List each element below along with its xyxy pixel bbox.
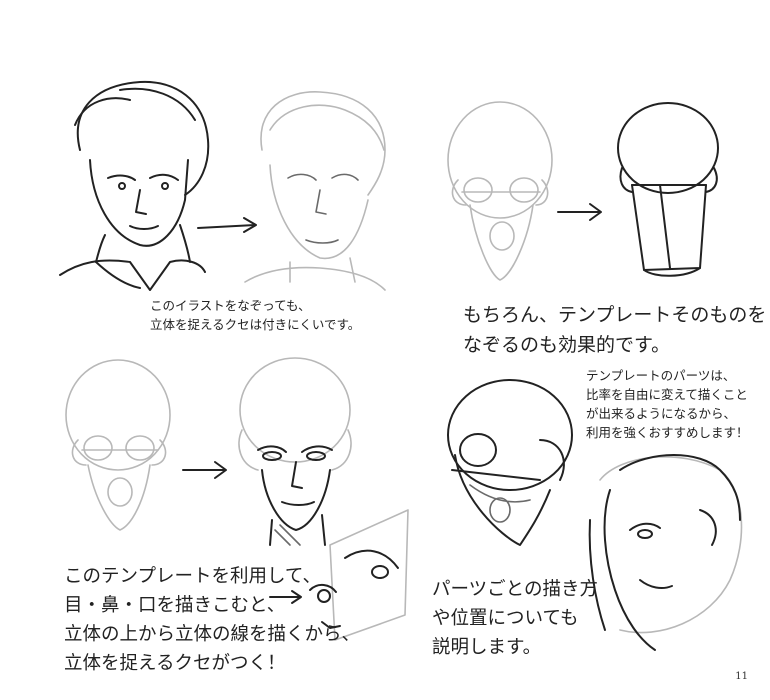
arrow-right-icon bbox=[269, 590, 302, 604]
caption-line: なぞるのも効果的です。 bbox=[463, 334, 671, 356]
template-head-dark bbox=[617, 102, 719, 277]
caption-line: 立体の上から立体の線を描くから、 bbox=[64, 624, 361, 645]
caption-line: 目・鼻・口を描きこむと、 bbox=[64, 595, 286, 616]
template-head-light-2 bbox=[65, 359, 171, 531]
template-face-drawn bbox=[238, 357, 352, 546]
caption-line: 利用を強くおすすめします！ bbox=[586, 425, 749, 440]
caption-line: 説明します。 bbox=[432, 637, 542, 658]
arrow-right-icon bbox=[182, 461, 227, 479]
caption-panel4-bottom: パーツごとの描き方 や位置についても 説明します。 bbox=[432, 575, 598, 662]
caption-line: パーツごとの描き方 bbox=[432, 579, 598, 600]
rotated-character-head bbox=[588, 454, 743, 651]
caption-line: が出来るようになるから、 bbox=[586, 406, 737, 421]
caption-line: 立体を捉えるクセがつく！ bbox=[64, 653, 286, 674]
caption-panel2: もちろん、テンプレートそのものを なぞるのも効果的です。 bbox=[463, 300, 766, 360]
caption-panel1: このイラストをなぞっても、 立体を捉えるクセは付きにくいです。 bbox=[150, 296, 360, 334]
dark-sketch-head bbox=[59, 80, 210, 291]
caption-line: 比率を自由に変えて描くこと bbox=[586, 387, 748, 402]
eye-closeup bbox=[309, 509, 409, 641]
angled-template-head bbox=[447, 379, 573, 546]
page-number: 11 bbox=[735, 671, 748, 682]
template-head-light bbox=[447, 101, 553, 281]
caption-line: テンプレートのパーツは、 bbox=[586, 368, 736, 383]
light-sketch-head bbox=[244, 91, 386, 291]
arrow-right-icon bbox=[557, 203, 602, 221]
caption-line: や位置についても bbox=[432, 608, 579, 629]
caption-panel4-top: テンプレートのパーツは、 比率を自由に変えて描くこと が出来るようになるから、 … bbox=[586, 366, 749, 442]
caption-line: このテンプレートを利用して、 bbox=[64, 566, 321, 587]
caption-panel3: このテンプレートを利用して、 目・鼻・口を描きこむと、 立体の上から立体の線を描… bbox=[64, 562, 360, 678]
caption-line: このイラストをなぞっても、 bbox=[150, 298, 311, 313]
arrow-right-icon bbox=[197, 217, 257, 233]
caption-line: 立体を捉えるクセは付きにくいです。 bbox=[150, 317, 361, 332]
caption-line: もちろん、テンプレートそのものを bbox=[463, 304, 767, 326]
